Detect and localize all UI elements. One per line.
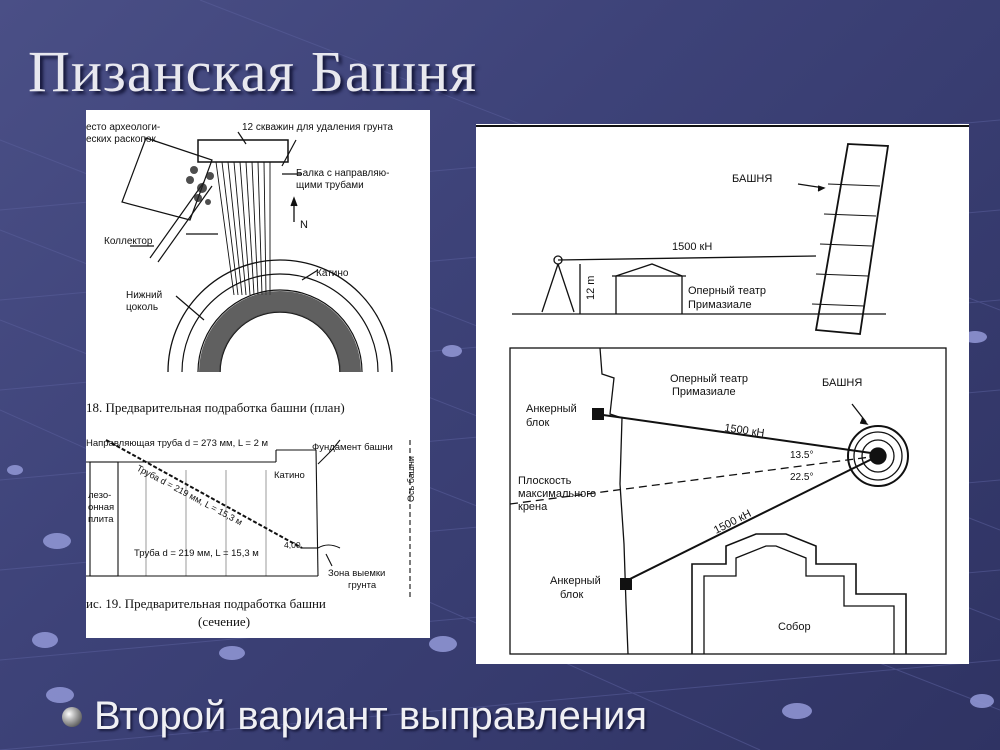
section-caption-2: (сечение): [198, 614, 250, 629]
bullet-text: Второй вариант выправления: [94, 694, 647, 738]
excavation-area: [121, 137, 213, 221]
label-zone-1: Зона выемки: [328, 568, 385, 579]
label-catino: Катино: [316, 268, 349, 279]
label-site-theatre-1: Оперный театр: [670, 373, 748, 385]
label-elevation-theatre-1: Оперный театр: [688, 285, 766, 297]
label-beam-2: щими трубами: [296, 179, 364, 191]
label-angle-2: 22.5°: [790, 472, 813, 483]
label-force-top: 1500 кН: [724, 422, 766, 439]
plan-and-section-drawing: есто археологи- еских раскопок 12 скважи…: [86, 122, 416, 629]
label-axis: Ось башни: [406, 456, 416, 502]
elevation-and-site-plan-drawing: БАШНЯ 1500 кН 12 m Оперный театр Примази…: [476, 125, 969, 655]
left-figure-panel: есто археологи- еских раскопок 12 скважи…: [86, 110, 430, 638]
label-elevation-theatre-2: Примазиале: [688, 299, 752, 311]
label-anchor-bottom-1: Анкерный: [550, 575, 601, 587]
label-anchor-top-1: Анкерный: [526, 403, 577, 415]
label-plinth-2: цоколь: [126, 302, 158, 313]
section-caption-1: ис. 19. Предварительная подработка башни: [86, 596, 326, 611]
label-elevation-force: 1500 кН: [672, 241, 712, 253]
label-wells: 12 скважин для удаления грунта: [242, 122, 393, 133]
label-excavation-1: есто археологи-: [86, 122, 160, 133]
label-plinth-1: Нижний: [126, 290, 162, 301]
plan-caption: 18. Предварительная подработка башни (пл…: [86, 400, 345, 415]
label-slab-3: плита: [88, 514, 114, 525]
label-north: N: [300, 219, 308, 231]
label-zone-2: грунта: [348, 580, 377, 591]
label-slab-2: онная: [88, 502, 114, 513]
label-guide-pipe: Направляющая труба d = 273 мм, L = 2 м: [86, 438, 268, 449]
label-plane-3: крена: [518, 501, 548, 513]
label-force-bottom: 1500 кН: [712, 508, 753, 537]
label-plane-1: Плоскость: [518, 475, 572, 487]
label-plane-2: максимального: [518, 488, 596, 500]
label-excavation-2: еских раскопок: [86, 134, 156, 145]
right-figure-panel: БАШНЯ 1500 кН 12 m Оперный театр Примази…: [476, 124, 969, 664]
label-elevation-tower: БАШНЯ: [732, 173, 772, 185]
bullet-sphere-icon: [62, 706, 82, 727]
label-slab-1: лезо-: [88, 490, 111, 501]
label-pipe-diagonal: Труба d = 219 мм, L = 15,3 м: [135, 463, 244, 527]
label-foundation: Фундамент башни: [312, 442, 393, 453]
label-site-tower: БАШНЯ: [822, 377, 862, 389]
label-angle-1: 13.5°: [790, 450, 813, 461]
label-depth: 4,00: [284, 540, 301, 550]
label-section-catino: Катино: [274, 470, 305, 481]
label-beam-1: Балка с направляю-: [296, 168, 389, 179]
label-anchor-bottom-2: блок: [560, 589, 583, 601]
anchor-block-bottom: [620, 578, 632, 590]
label-collector: Коллектор: [104, 236, 153, 247]
label-cathedral: Собор: [778, 621, 811, 633]
label-anchor-top-2: блок: [526, 417, 549, 429]
label-pipe: Труба d = 219 мм, L = 15,3 м: [134, 548, 259, 559]
label-height: 12 m: [585, 276, 597, 300]
slide-title: Пизанская Башня: [28, 39, 478, 104]
anchor-block-top: [592, 408, 604, 420]
bullet-item: Второй вариант выправления: [62, 694, 647, 739]
label-site-theatre-2: Примазиале: [672, 386, 736, 398]
